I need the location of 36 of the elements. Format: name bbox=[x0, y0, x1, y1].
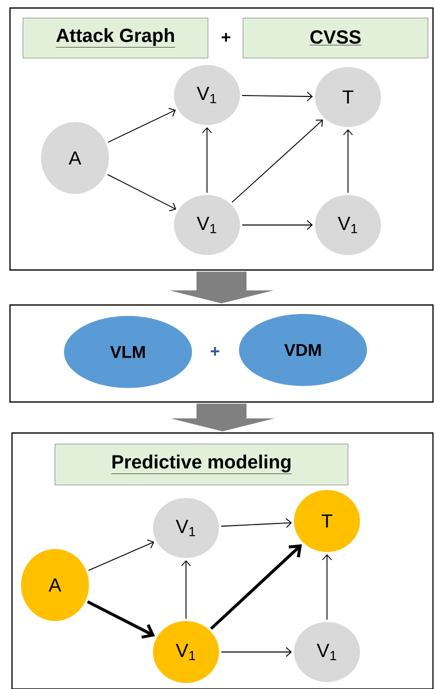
circle-node: A bbox=[21, 549, 89, 621]
circle-node: V$_{1}$ bbox=[294, 622, 360, 682]
plus-sign: + bbox=[222, 33, 230, 42]
circle-node: V$_{1}$ bbox=[174, 65, 240, 125]
arrow bbox=[220, 518, 292, 528]
panel-frame bbox=[11, 432, 434, 689]
arrow bbox=[343, 129, 353, 194]
circle-node: V$_{1}$ bbox=[153, 498, 219, 558]
arrow bbox=[86, 600, 156, 639]
circle-node: V$_{1}$ bbox=[315, 195, 381, 255]
arrow bbox=[220, 647, 292, 657]
heading-box: CVSS bbox=[242, 18, 428, 58]
block-arrow bbox=[170, 272, 274, 304]
circle-node: V$_{1}$ bbox=[153, 621, 219, 683]
oval-node: VDM bbox=[239, 314, 367, 386]
arrow bbox=[108, 108, 176, 143]
arrow bbox=[242, 91, 313, 102]
arrow bbox=[232, 120, 324, 203]
circle-node: A bbox=[41, 122, 109, 194]
circle-node: T bbox=[315, 67, 381, 127]
panel-frame bbox=[9, 304, 434, 403]
arrow bbox=[107, 174, 176, 212]
oval-node: VLM bbox=[64, 316, 192, 388]
circle-node: T bbox=[294, 490, 360, 552]
heading-box: Attack Graph bbox=[22, 18, 208, 58]
arrow bbox=[181, 560, 191, 620]
arrow bbox=[88, 540, 154, 571]
arrow bbox=[202, 127, 212, 194]
arrow bbox=[322, 554, 332, 620]
heading-box: Predictive modeling bbox=[54, 444, 348, 486]
arrow bbox=[242, 220, 313, 230]
panel-frame bbox=[9, 7, 434, 271]
arrow bbox=[210, 544, 302, 630]
block-arrow bbox=[170, 404, 274, 432]
circle-node: V$_{1}$ bbox=[174, 195, 240, 255]
plus-sign: + bbox=[210, 347, 220, 356]
